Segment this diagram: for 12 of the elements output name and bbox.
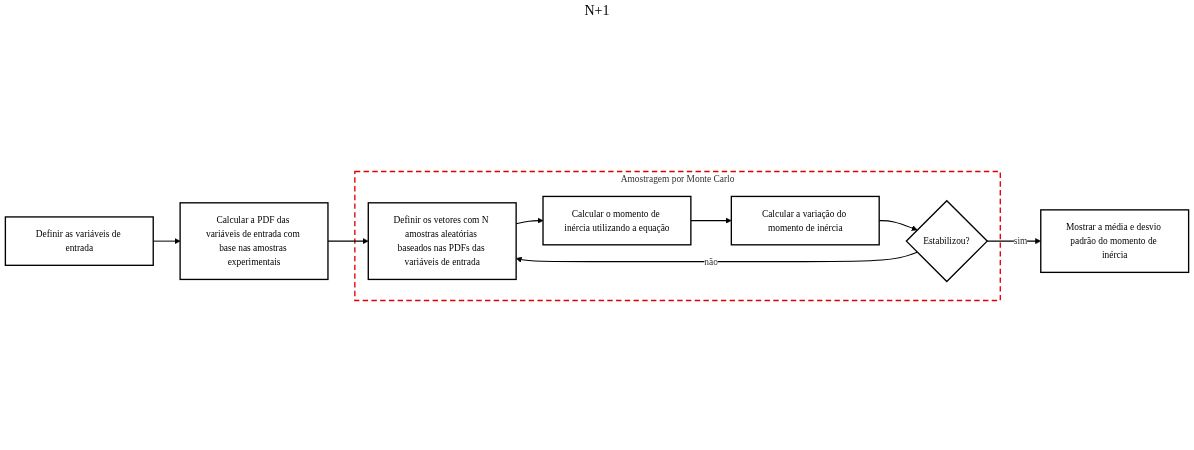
node-box: Definir as variáveis de entrada (4, 216, 154, 266)
edge-label: não (704, 256, 718, 267)
note-text: N+1 (584, 3, 610, 19)
node-box: Calcular a PDF das variáveis de entrada com base nas amostras experimentais (179, 202, 329, 281)
node-box: Calcular o momento de inércia utilizando a equação (542, 195, 692, 246)
arrow (327, 238, 369, 245)
edge-label: sim (1013, 236, 1028, 247)
node-box: Mostrar a média e desvio padrão do momento de inércia (1040, 209, 1190, 274)
arrow (690, 217, 732, 224)
node-box: Definir os vetores com N amostras aleatórias baseados nas PDFs das variáveis de entrada (367, 202, 517, 281)
node-box: Calcular a variação do momento de inércia (730, 195, 880, 246)
node-diamond: Estabilizou? (905, 199, 989, 283)
